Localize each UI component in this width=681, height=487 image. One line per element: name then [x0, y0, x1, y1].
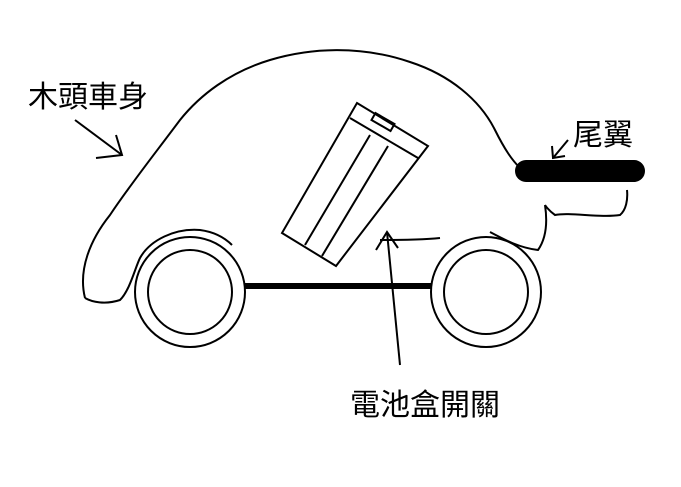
label-battery-switch: 電池盒開關 [350, 388, 500, 423]
arrow-body [74, 119, 124, 159]
car-body-outline [81, 49, 629, 304]
rear-wheel [430, 236, 542, 348]
label-wooden-body: 木頭車身 [28, 80, 148, 115]
label-spoiler: 尾翼 [573, 118, 633, 153]
battery-box [280, 101, 430, 268]
front-wheel [134, 236, 246, 348]
arrow-battery [375, 230, 401, 366]
spoiler [515, 160, 645, 182]
arrow-spoiler [551, 139, 569, 160]
